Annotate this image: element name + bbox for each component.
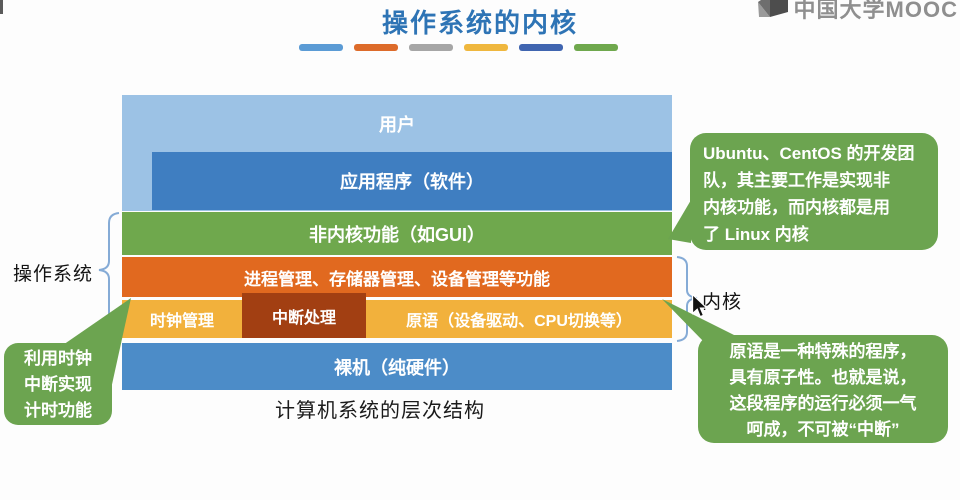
layer-clock-label: 时钟管理 — [149, 313, 214, 330]
diagram-caption: 计算机系统的层次结构 — [275, 400, 485, 422]
layer-process-label: 进程管理、存储器管理、设备管理等功能 — [244, 269, 550, 289]
mooc-cube-icon — [757, 0, 788, 17]
layer-nonkernel: 非内核功能（如GUI） — [122, 212, 672, 255]
layer-process: 进程管理、存储器管理、设备管理等功能 — [122, 257, 672, 297]
top-left-mark — [0, 0, 3, 14]
divider-dash — [299, 44, 343, 51]
layer-nonkernel-label: 非内核功能（如GUI） — [308, 224, 485, 245]
primitive-callout: 原语是一种特殊的程序， 具有原子性。也就是说， 这段程序的运行必须一气 呵成，不… — [698, 335, 948, 443]
divider-dash — [464, 44, 508, 51]
mooc-logo-text: 中国大学MOOC — [793, 0, 958, 22]
layer-app: 应用程序（软件） — [152, 152, 672, 210]
linux-callout: Ubuntu、CentOS 的开发团 队，其主要工作是实现非 内核功能，而内核都… — [690, 133, 938, 250]
divider-dash — [354, 44, 398, 51]
layer-interrupt: 中断处理 — [242, 293, 366, 338]
title-divider — [299, 44, 618, 51]
layer-user-label: 用户 — [379, 114, 415, 135]
layer-clock: 时钟管理 — [122, 300, 242, 338]
clock-callout: 利用时钟 中断实现 计时功能 — [4, 343, 112, 425]
layer-hardware: 裸机（纯硬件） — [122, 343, 672, 390]
os-label: 操作系统 — [12, 264, 93, 285]
divider-dash — [574, 44, 618, 51]
os-brace — [98, 212, 120, 342]
divider-dash — [519, 44, 563, 51]
page-title: 操作系统的内核 — [381, 8, 578, 38]
layer-interrupt-label: 中断处理 — [271, 309, 336, 327]
layer-primitive: 原语（设备驱动、CPU切换等） — [366, 300, 672, 338]
layer-app-label: 应用程序（软件） — [340, 172, 484, 192]
mouse-cursor-icon — [692, 294, 709, 318]
layer-primitive-label: 原语（设备驱动、CPU切换等） — [406, 313, 632, 330]
layer-hardware-label: 裸机（纯硬件） — [334, 357, 460, 378]
divider-dash — [409, 44, 453, 51]
mooc-logo: 中国大学MOOC — [756, 0, 958, 24]
